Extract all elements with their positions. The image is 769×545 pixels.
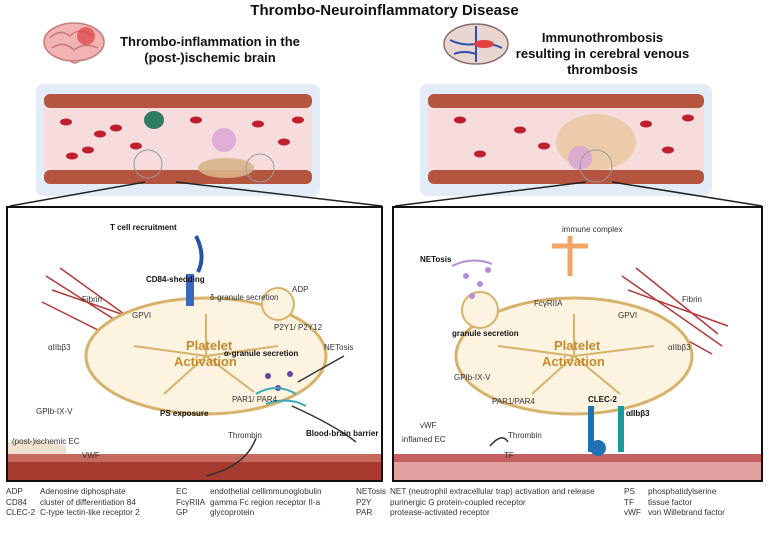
p2y-label: P2Y1/ P2Y12 bbox=[274, 323, 323, 332]
ps-exposure-label: PS exposure bbox=[160, 409, 209, 418]
legend-abbr: PS bbox=[624, 487, 635, 496]
legend-desc: cluster of differentiation 84 bbox=[40, 497, 136, 507]
legend-desc: phosphatidylserine bbox=[648, 487, 717, 496]
clec2-label: CLEC-2 bbox=[588, 395, 617, 404]
adp-label: ADP bbox=[292, 285, 308, 294]
activation-label: Activation bbox=[174, 354, 237, 369]
right-panel-title: Immunothrombosis resulting in cerebral v… bbox=[515, 30, 690, 77]
legend-desc: gamma Fc region receptor II-a bbox=[210, 497, 321, 507]
par-label-right: PAR1/PAR4 bbox=[492, 397, 535, 406]
platelet-label: Platelet bbox=[186, 338, 233, 353]
legend-abbr: FcγRIIA bbox=[176, 497, 206, 507]
fibrin-label-right: Fibrin bbox=[682, 295, 702, 304]
brain-veins-icon bbox=[443, 23, 509, 65]
legend-col-1: ADP Adenosine diphosphate CD84 cluster of … bbox=[6, 487, 176, 519]
legend-desc: NET (neutrophil extracellular trap) acti… bbox=[390, 487, 595, 496]
netosis-label: NETosis bbox=[324, 343, 353, 352]
legend-abbr: P2Y bbox=[356, 497, 372, 507]
legend-abbr: CD84 bbox=[6, 497, 27, 507]
legend-row: EC endothelial cellimmunoglobulin bbox=[176, 487, 356, 498]
legend-desc: purinergic G protein-coupled receptor bbox=[390, 497, 526, 507]
alpha-granule-label: α-granule secretion bbox=[224, 349, 298, 358]
par-label: PAR1/ PAR4 bbox=[232, 395, 278, 404]
legend-col-4: PS phosphatidylserine TF tissue factor vWF… bbox=[624, 487, 764, 519]
left-vessel bbox=[36, 84, 320, 196]
legend-desc: C-type lectin-like receptor 2 bbox=[40, 508, 140, 517]
aiib2-label: αIIbβ3 bbox=[626, 409, 650, 418]
t-cell-label: T cell recruitment bbox=[110, 223, 177, 232]
platelet-label-right: Platelet bbox=[554, 338, 601, 353]
legend-row: P2Y purinergic G protein-coupled receptor bbox=[356, 498, 618, 509]
left-zoom-panel: T cell recruitment CD84-shedding δ-granu… bbox=[6, 206, 383, 482]
fcr-label: FcγRIIA bbox=[534, 299, 563, 308]
gpvi-label: GPVI bbox=[132, 311, 151, 320]
legend-row: CLEC-2 C-type lectin-like receptor 2 bbox=[6, 508, 176, 519]
thrombin-label-right: Thrombin bbox=[508, 431, 542, 440]
legend-desc: Adenosine diphosphate bbox=[40, 487, 126, 496]
legend-row: ADP Adenosine diphosphate bbox=[6, 487, 176, 498]
granule-label: granule secretion bbox=[452, 329, 519, 338]
gpvi-label-right: GPVI bbox=[618, 311, 637, 320]
ec-label-right: inflamed EC bbox=[402, 435, 446, 444]
bbb-label: Blood-brain barrier disturbance bbox=[306, 429, 383, 438]
legend-row: PS phosphatidylserine bbox=[624, 487, 764, 498]
legend-row: TF tissue factor bbox=[624, 498, 764, 509]
vwf-label: VWF bbox=[82, 451, 100, 460]
legend-abbr: PAR bbox=[356, 508, 373, 517]
ec-label: (post-)ischemic EC bbox=[12, 437, 80, 446]
thrombin-label: Thrombin bbox=[228, 431, 262, 440]
legend-abbr: TF bbox=[624, 497, 635, 507]
zoom-lines bbox=[9, 181, 763, 207]
legend-row: vWF von Willebrand factor bbox=[624, 508, 764, 519]
legend-abbr: EC bbox=[176, 487, 188, 496]
legend-abbr: ADP bbox=[6, 487, 23, 496]
legend-abbr: NETosis bbox=[356, 487, 387, 496]
figure-title: Thrombo-Neuroinflammatory Disease bbox=[250, 2, 519, 19]
immune-complex-label: immune complex bbox=[562, 225, 622, 234]
legend-abbr: GP bbox=[176, 508, 188, 517]
aiib-label: αIIbβ3 bbox=[48, 343, 71, 352]
legend-desc: tissue factor bbox=[648, 497, 693, 507]
legend-abbr: vWF bbox=[624, 508, 641, 517]
vwf-label-right: vWF bbox=[420, 421, 437, 430]
legend-abbr: CLEC-2 bbox=[6, 508, 36, 517]
legend-col-2: EC endothelial cellimmunoglobulin FcγRIIA… bbox=[176, 487, 356, 519]
netosis-label-right: NETosis bbox=[420, 255, 452, 264]
legend-desc: von Willebrand factor bbox=[648, 508, 725, 517]
cd84-label: CD84-shedding bbox=[146, 275, 205, 284]
gpib-label: GPIb-IX-V bbox=[36, 407, 73, 416]
left-panel-title: Thrombo-inflammation in the (post-)ische… bbox=[120, 34, 300, 65]
right-zoom-panel: immune complex NETosis FcγRIIA Fibrin GP… bbox=[392, 206, 763, 482]
legend-desc: endothelial cellimmunoglobulin bbox=[210, 487, 322, 496]
legend-row: FcγRIIA gamma Fc region receptor II-a bbox=[176, 498, 356, 509]
delta-granule-label: δ-granule secretion bbox=[210, 293, 279, 302]
legend-row: GP glycoprotein bbox=[176, 508, 356, 519]
brain-icon bbox=[43, 22, 105, 64]
legend-row: CD84 cluster of differentiation 84 bbox=[6, 498, 176, 509]
gpib-label-right: GPIb-IX-V bbox=[454, 373, 491, 382]
legend-row: PAR protease-activated receptor bbox=[356, 508, 618, 519]
tf-label: TF bbox=[504, 451, 514, 460]
right-vessel bbox=[420, 84, 712, 196]
legend-desc: glycoprotein bbox=[210, 508, 255, 517]
fibrin-label: Fibrin bbox=[82, 295, 102, 304]
aiib-label-right: αIIbβ3 bbox=[668, 343, 691, 352]
activation-label-right: Activation bbox=[542, 354, 605, 369]
legend-desc: protease-activated receptor bbox=[390, 508, 490, 517]
